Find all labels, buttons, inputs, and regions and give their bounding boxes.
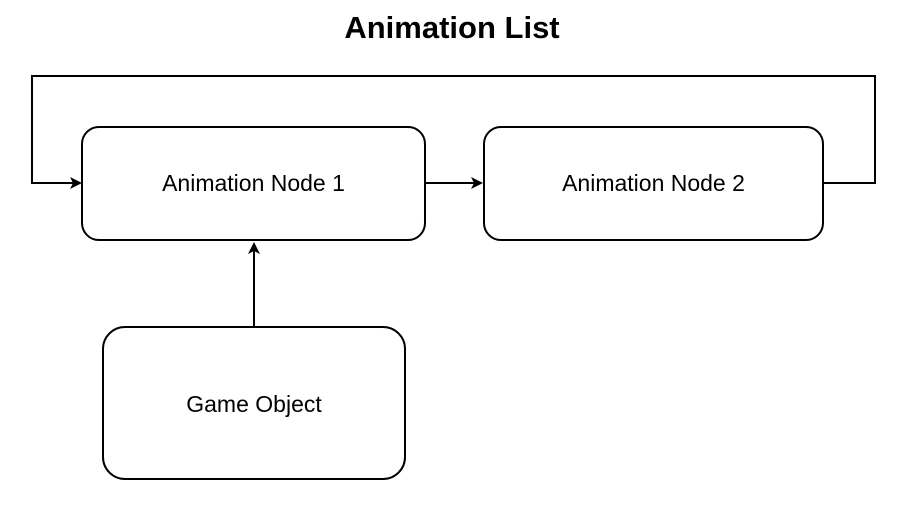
animation-node-2: Animation Node 2 xyxy=(483,126,824,241)
animation-node-2-label: Animation Node 2 xyxy=(562,170,745,196)
animation-node-1: Animation Node 1 xyxy=(81,126,426,241)
animation-node-1-label: Animation Node 1 xyxy=(162,170,345,196)
game-object-label: Game Object xyxy=(186,391,322,417)
loop-back-edge xyxy=(31,75,876,189)
game-object-node: Game Object xyxy=(102,326,406,480)
diagram-title: Animation List xyxy=(344,10,560,45)
